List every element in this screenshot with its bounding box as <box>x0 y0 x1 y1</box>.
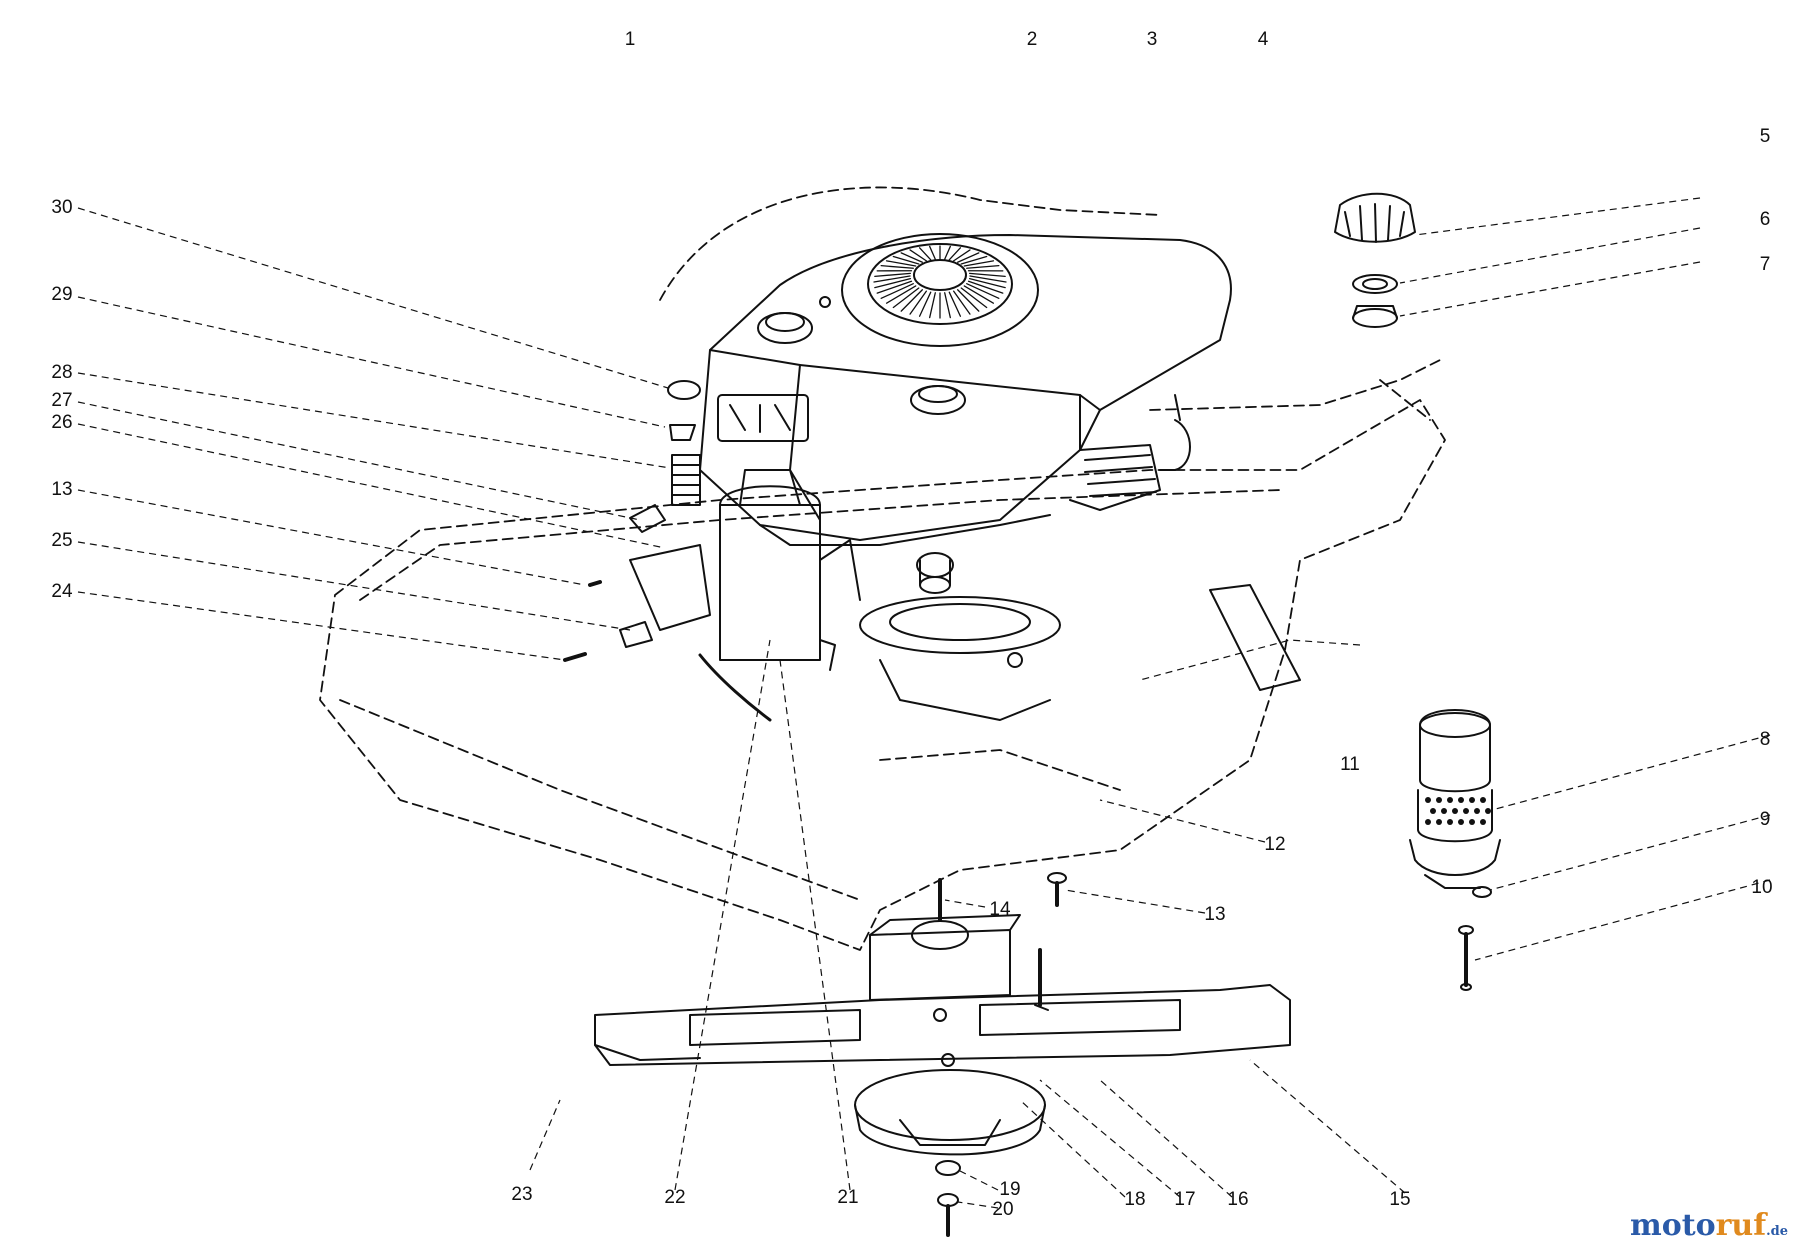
callout-8: 8 <box>1760 729 1771 750</box>
bolt-13-right <box>1047 872 1067 907</box>
callout-11: 11 <box>1340 754 1360 775</box>
callout-3: 3 <box>1147 29 1158 50</box>
callout-19: 19 <box>999 1179 1020 1200</box>
callout-29: 29 <box>51 284 72 305</box>
callout-16: 16 <box>1227 1189 1248 1210</box>
callout-5: 5 <box>1760 126 1771 147</box>
callout-4: 4 <box>1258 29 1269 50</box>
callout-28: 28 <box>51 362 72 383</box>
washer-bolt <box>935 1160 961 1237</box>
callout-7: 7 <box>1760 254 1771 275</box>
leader-lines <box>77 197 1771 1209</box>
deck-slot <box>1209 584 1301 691</box>
callout-17: 17 <box>1174 1189 1195 1210</box>
engine-shroud <box>699 234 1232 541</box>
callout-23: 23 <box>511 1184 532 1205</box>
callout-25: 25 <box>51 530 72 551</box>
engine-base <box>759 514 1051 594</box>
watermark-part-1: moto <box>1629 1208 1716 1243</box>
cylinder-fins <box>1069 394 1191 511</box>
callout-18: 18 <box>1124 1189 1145 1210</box>
callout-30: 30 <box>51 197 72 218</box>
callout-27: 27 <box>51 390 72 411</box>
ignition-cluster <box>563 380 861 722</box>
callout-9: 9 <box>1760 809 1771 830</box>
callout-13: 13 <box>51 479 72 500</box>
muffler-parts <box>1409 709 1501 991</box>
callout-26: 26 <box>51 412 72 433</box>
callout-22: 22 <box>664 1187 685 1208</box>
callout-20: 20 <box>992 1199 1013 1220</box>
callout-15: 15 <box>1389 1189 1410 1210</box>
callout-1: 1 <box>625 29 636 50</box>
callout-14: 14 <box>989 899 1011 920</box>
callout-24: 24 <box>51 581 73 602</box>
callout-13: 13 <box>1204 904 1225 925</box>
blade-plate <box>854 1053 1046 1156</box>
callout-21: 21 <box>837 1187 858 1208</box>
recoil-starter <box>841 233 1039 347</box>
callout-12: 12 <box>1264 834 1285 855</box>
callout-2: 2 <box>1027 29 1038 50</box>
callout-10: 10 <box>1751 877 1772 898</box>
fuel-cap-parts <box>1334 192 1416 328</box>
crankshaft-flange <box>859 596 1061 721</box>
watermark-part-3: .de <box>1766 1224 1788 1239</box>
motoruf-watermark: motoruf.de <box>1630 1208 1788 1243</box>
callout-6: 6 <box>1760 209 1771 230</box>
blade-adapter <box>869 878 1049 1011</box>
cutting-blade <box>594 984 1291 1066</box>
watermark-part-2: ruf <box>1715 1208 1767 1243</box>
